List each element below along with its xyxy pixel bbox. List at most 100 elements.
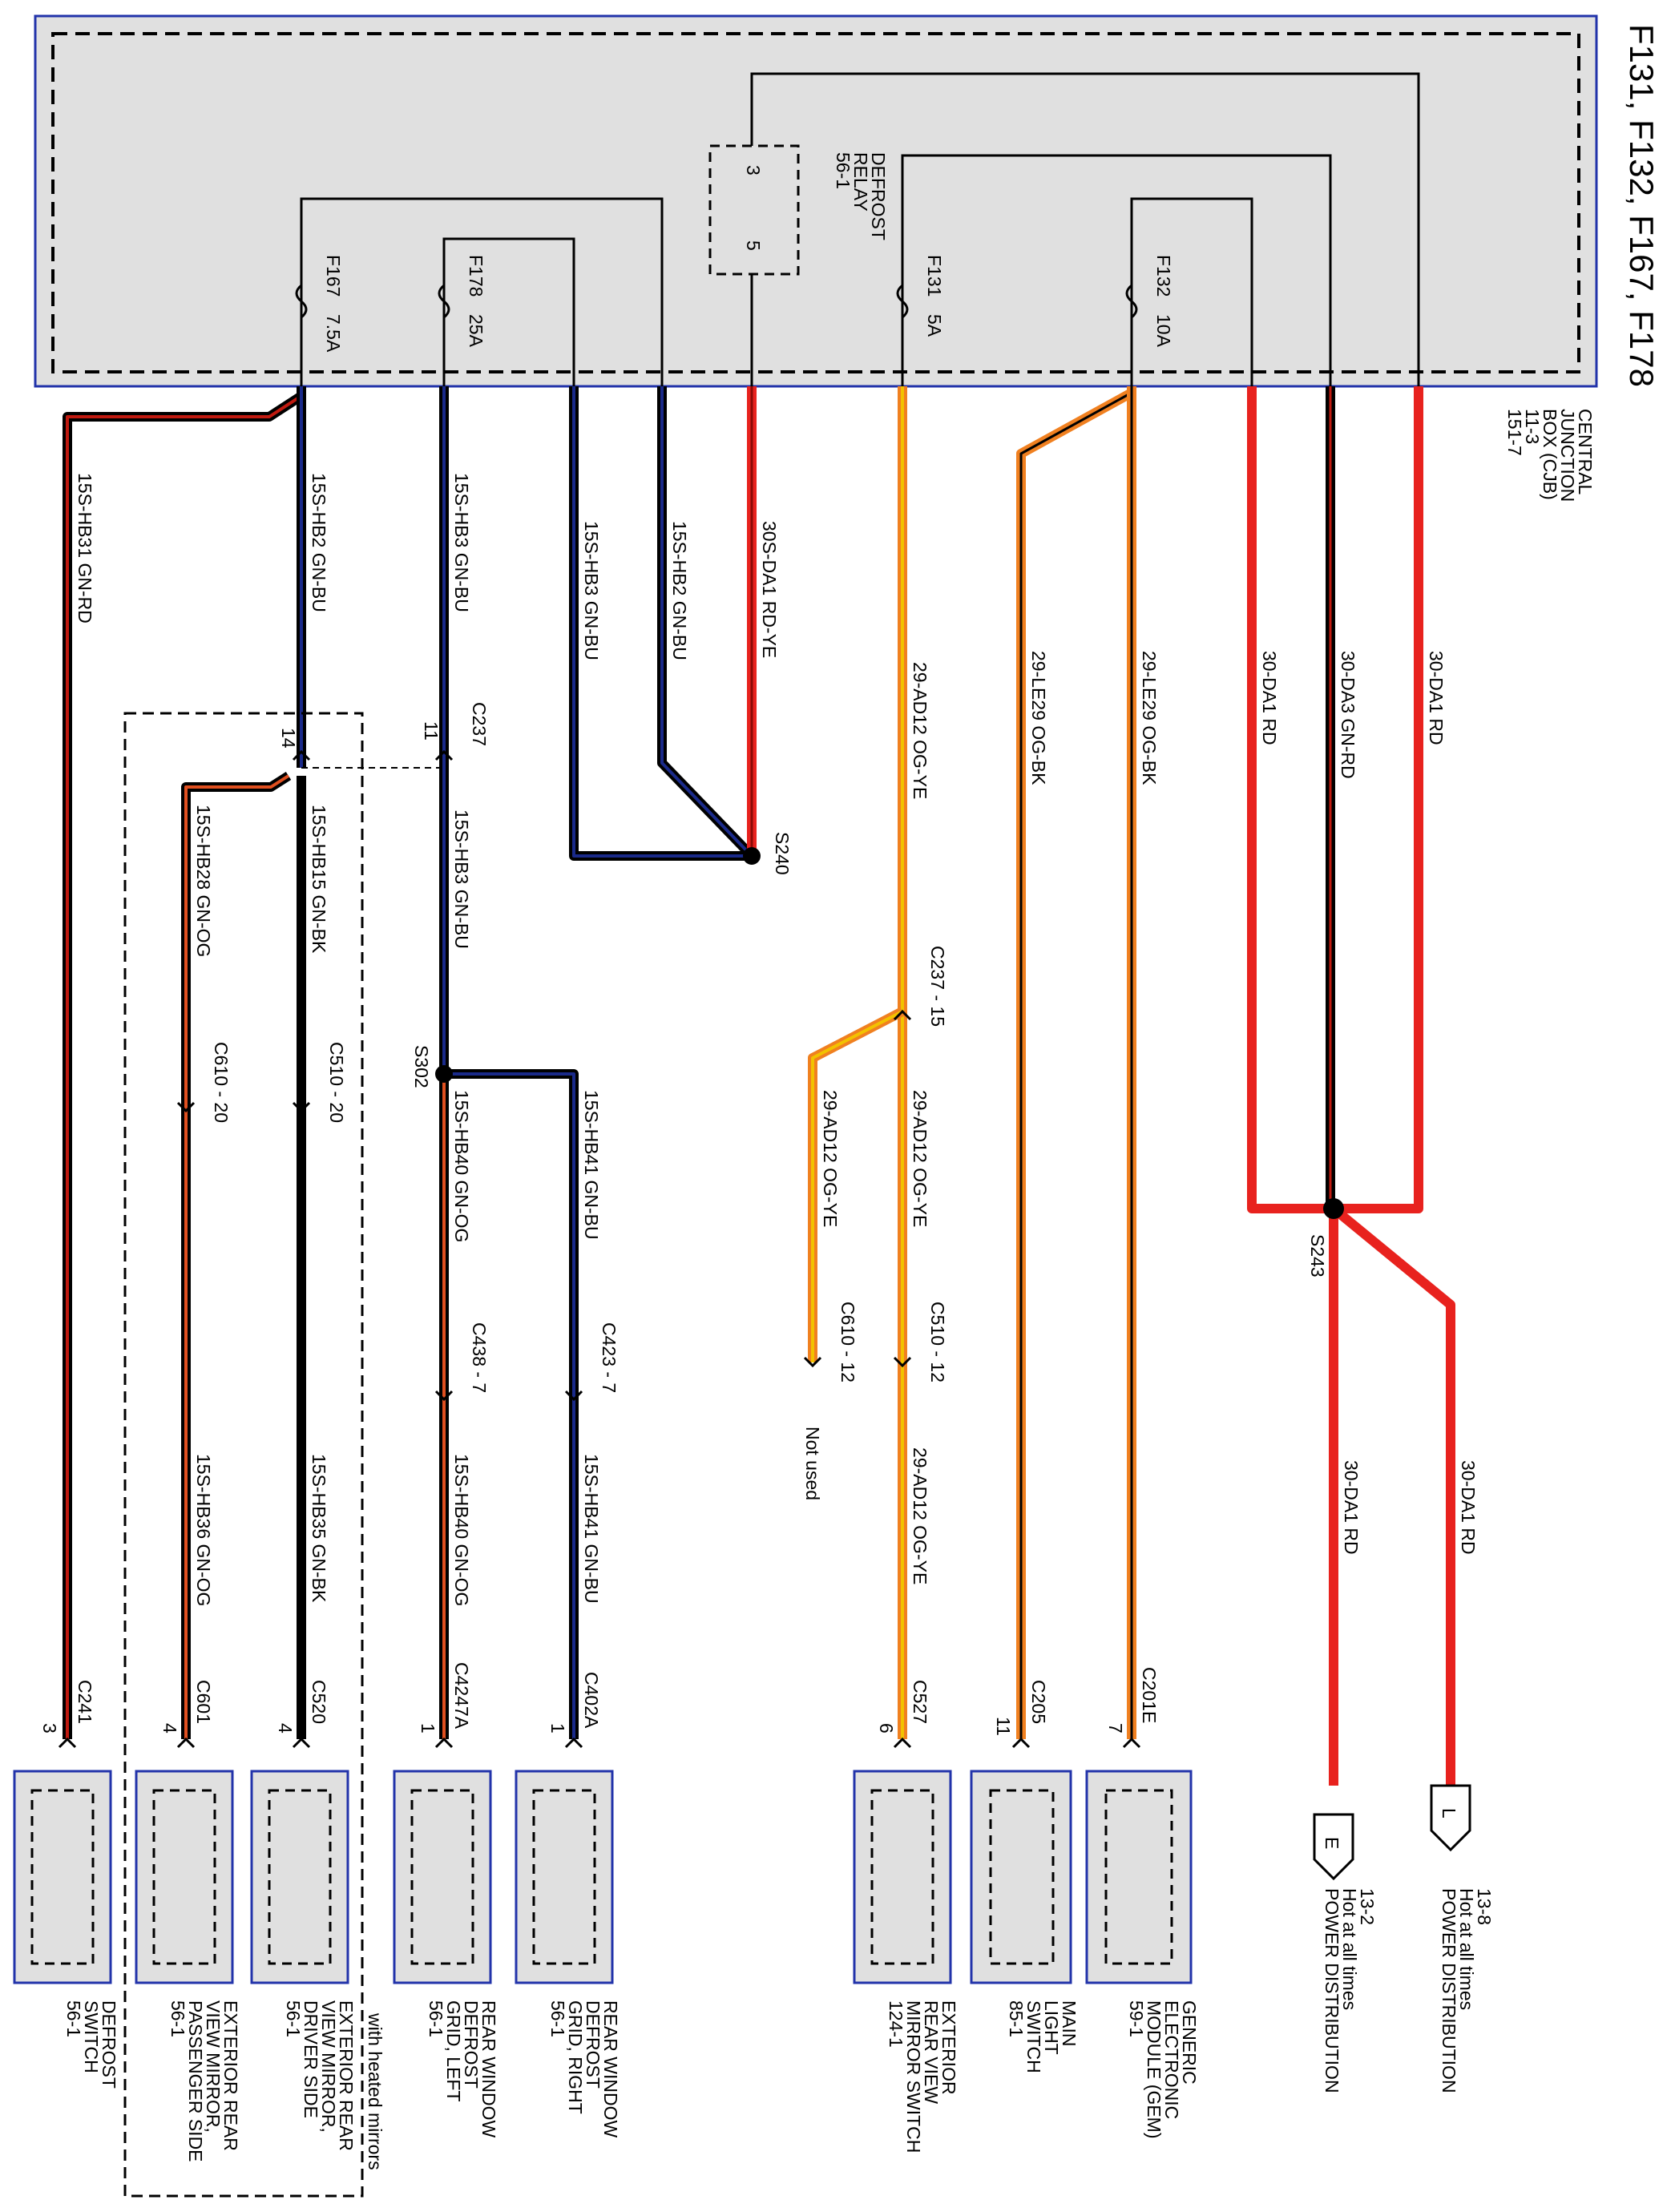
power-ref-l-1: 13-8 bbox=[1474, 1888, 1495, 1925]
comp-grid-left-1: REAR WINDOW bbox=[478, 2000, 499, 2138]
component-box-main-light-switch bbox=[970, 1770, 1072, 1984]
fuse-f132-name: F132 bbox=[1153, 255, 1174, 297]
cjb-label-4: 11-3 bbox=[1522, 409, 1543, 444]
label-ad12-mid: 29-AD12 OG-YE bbox=[910, 1090, 930, 1227]
comp-main-light-switch-1: MAIN bbox=[1059, 2000, 1080, 2047]
component-box-mirror-driver bbox=[250, 1770, 349, 1984]
cjb-box bbox=[34, 14, 1598, 388]
label-hb40-low: 15S-HB40 GN-OG bbox=[451, 1454, 472, 1606]
relay-label-2: RELAY bbox=[850, 152, 871, 212]
pin-c201e: 7 bbox=[1105, 1723, 1126, 1734]
comp-gem-4: 59-1 bbox=[1126, 2000, 1147, 2037]
power-ref-e-2: Hot at all times bbox=[1339, 1888, 1360, 2010]
comp-mirror-driver-4: 56-1 bbox=[283, 2000, 304, 2037]
connector-c423-7: C423 - 7 bbox=[599, 1322, 620, 1393]
comp-grid-left-2: DEFROST bbox=[461, 2000, 482, 2089]
fuse-f178-name: F178 bbox=[466, 255, 486, 297]
splice-s240-label: S240 bbox=[772, 832, 793, 875]
comp-mirror-driver-3: DRIVER SIDE bbox=[301, 2000, 321, 2118]
cjb-label-2: JUNCTION bbox=[1557, 409, 1578, 502]
fuse-f131-rating: 5A bbox=[924, 314, 945, 337]
connector-c237: C237 bbox=[469, 702, 490, 746]
comp-grid-right-1: REAR WINDOW bbox=[600, 2000, 621, 2138]
pin-c520: 4 bbox=[275, 1723, 296, 1734]
comp-grid-right-2: DEFROST bbox=[583, 2000, 603, 2089]
relay-pin-3: 3 bbox=[743, 165, 764, 176]
connector-c402a: C402A bbox=[581, 1672, 602, 1729]
wire-29-ad12 bbox=[808, 386, 907, 1739]
label-hb36: 15S-HB36 GN-OG bbox=[193, 1454, 214, 1606]
comp-grid-right-4: 56-1 bbox=[547, 2000, 568, 2037]
fuse-f131-name: F131 bbox=[924, 255, 945, 297]
inline-connectors bbox=[176, 749, 912, 1402]
power-ref-l-3: POWER DISTRIBUTION bbox=[1439, 1888, 1459, 2093]
connector-c201e: C201E bbox=[1139, 1667, 1160, 1723]
splice-s302-label: S302 bbox=[411, 1045, 432, 1088]
component-box-grid-left bbox=[393, 1770, 492, 1984]
connector-c241: C241 bbox=[75, 1680, 95, 1724]
connector-c237-15: C237 - 15 bbox=[927, 946, 948, 1027]
wire-15s-hb3-mid bbox=[569, 386, 752, 861]
component-box-grid-right bbox=[515, 1770, 614, 1984]
label-hb41: 15S-HB41 GN-BU bbox=[581, 1090, 602, 1240]
wire-30-da1-b bbox=[1334, 386, 1423, 1213]
fuse-f167: F167 7.5A bbox=[295, 255, 344, 353]
connector-c4247a: C4247A bbox=[451, 1662, 472, 1730]
label-le29-a: 29-LE29 OG-BK bbox=[1028, 651, 1049, 785]
comp-mirror-switch-3: MIRROR SWITCH bbox=[903, 2000, 924, 2153]
comp-grid-left-3: GRID, LEFT bbox=[443, 2000, 464, 2102]
label-da1-low-a: 30-DA1 RD bbox=[1341, 1460, 1362, 1555]
wire-30-da1-a bbox=[1247, 386, 1334, 1213]
comp-defrost-switch-3: 56-1 bbox=[63, 2000, 84, 2037]
pin-c205: 11 bbox=[993, 1717, 1014, 1736]
comp-mirror-passenger-3: PASSENGER SIDE bbox=[185, 2000, 206, 2162]
comp-gem-2: ELECTRONIC bbox=[1161, 2000, 1182, 2119]
cjb-label-1: CENTRAL bbox=[1575, 409, 1596, 495]
connector-c601: C601 bbox=[193, 1680, 214, 1724]
label-ad12-low: 29-AD12 OG-YE bbox=[910, 1447, 930, 1584]
pin-c601: 4 bbox=[159, 1723, 180, 1734]
connector-c610-12: C610 - 12 bbox=[838, 1302, 858, 1382]
terminal-arrows bbox=[58, 1737, 1141, 1749]
cjb-label-3: BOX (CJB) bbox=[1540, 409, 1560, 500]
power-ref-l-flag[interactable]: L bbox=[1430, 1784, 1471, 1852]
connector-pin-14: 14 bbox=[278, 728, 299, 749]
label-hb3-low: 15S-HB3 GN-BU bbox=[451, 809, 472, 949]
wire-30-da1-out bbox=[1329, 1205, 1455, 1786]
connector-c510-20: C510 - 20 bbox=[326, 1042, 347, 1123]
comp-defrost-switch-1: DEFROST bbox=[99, 2000, 119, 2089]
connector-c205: C205 bbox=[1028, 1680, 1049, 1724]
connector-not-used: Not used bbox=[802, 1427, 823, 1500]
fuse-f132-rating: 10A bbox=[1153, 314, 1174, 348]
pin-c402a: 1 bbox=[547, 1723, 568, 1734]
label-hb3-mid: 15S-HB3 GN-BU bbox=[581, 521, 602, 660]
comp-mirror-switch-1: EXTERIOR bbox=[938, 2000, 959, 2095]
label-hb35: 15S-HB35 GN-BK bbox=[309, 1454, 329, 1603]
comp-mirror-switch-4: 124-1 bbox=[886, 2000, 906, 2048]
comp-mirror-passenger-1: EXTERIOR REAR bbox=[220, 2000, 241, 2151]
comp-main-light-switch-3: SWITCH bbox=[1023, 2000, 1044, 2073]
defrost-relay bbox=[708, 144, 800, 276]
power-ref-e-flag[interactable]: E bbox=[1313, 1813, 1354, 1881]
comp-grid-right-3: GRID, RIGHT bbox=[565, 2000, 586, 2114]
label-hb28: 15S-HB28 GN-OG bbox=[193, 805, 214, 957]
connector-c438-7: C438 - 7 bbox=[469, 1322, 490, 1393]
comp-grid-left-4: 56-1 bbox=[426, 2000, 446, 2037]
fuse-f131: F131 5A bbox=[896, 255, 945, 337]
label-da1-a: 30-DA1 RD bbox=[1259, 651, 1280, 745]
cjb-internal-traces bbox=[300, 72, 1420, 386]
relay-label-1: DEFROST bbox=[868, 152, 889, 240]
label-ad12-top: 29-AD12 OG-YE bbox=[910, 662, 930, 799]
splice-s243 bbox=[1323, 1198, 1344, 1219]
page-title: F131, F132, F167, F178 bbox=[1623, 24, 1661, 387]
power-ref-e-1: 13-2 bbox=[1357, 1888, 1378, 1925]
fuse-f167-rating: 7.5A bbox=[323, 314, 344, 353]
splice-s240 bbox=[743, 847, 761, 865]
heated-mirrors-note: with heated mirrors bbox=[365, 2012, 385, 2170]
component-box-mirror-switch bbox=[853, 1770, 952, 1984]
comp-main-light-switch-2: LIGHT bbox=[1041, 2000, 1062, 2055]
fuse-f178: F178 25A bbox=[438, 255, 486, 348]
pin-c527: 6 bbox=[876, 1723, 897, 1734]
connector-c527: C527 bbox=[910, 1680, 930, 1724]
splice-s302 bbox=[435, 1065, 453, 1083]
